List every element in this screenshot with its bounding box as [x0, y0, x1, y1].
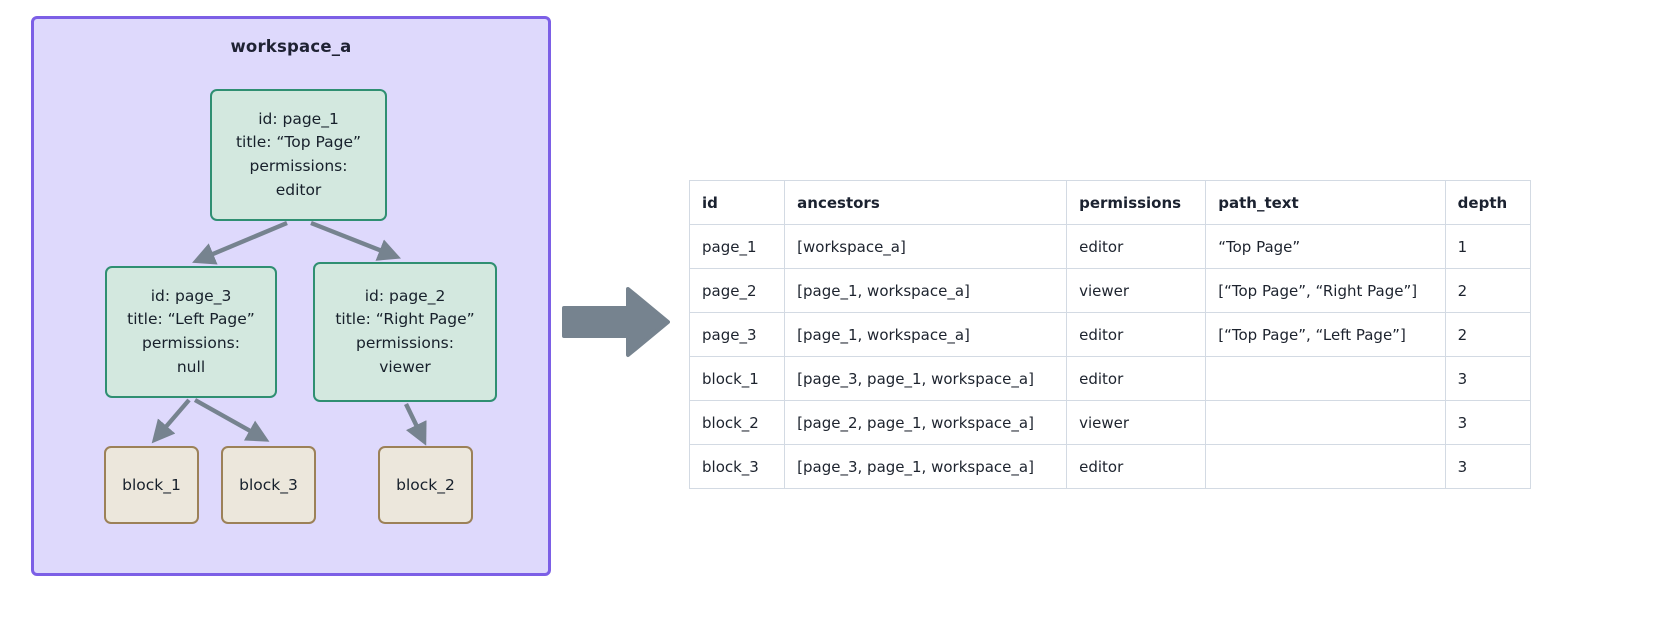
cell-path-text: [“Top Page”, “Left Page”]: [1205, 312, 1446, 357]
node-page-2-permissions-value: viewer: [379, 357, 431, 376]
node-page-3-permissions-label: permissions:: [142, 334, 240, 352]
node-block-1[interactable]: block_1: [104, 446, 199, 524]
node-page-1-permissions-value: editor: [275, 180, 322, 199]
column-header-ancestors[interactable]: ancestors: [784, 180, 1068, 225]
cell-depth: 2: [1444, 268, 1532, 313]
cell-id: block_2: [688, 400, 786, 445]
node-page-2[interactable]: id: page_2 title: “Right Page” permissio…: [313, 262, 497, 402]
node-block-1-label: block_1: [122, 476, 181, 494]
node-page-3-id: id: page_3: [150, 286, 232, 305]
cell-depth: 3: [1444, 356, 1532, 401]
table-header-row: id ancestors permissions path_text depth: [688, 180, 1532, 225]
cell-permissions: viewer: [1066, 400, 1207, 445]
column-header-path-text[interactable]: path_text: [1205, 180, 1446, 225]
table-row[interactable]: block_1 [page_3, page_1, workspace_a] ed…: [688, 356, 1532, 401]
cell-id: page_3: [688, 312, 786, 357]
cell-path-text: [1205, 356, 1446, 401]
cell-permissions: editor: [1066, 444, 1207, 489]
cell-ancestors: [page_2, page_1, workspace_a]: [784, 400, 1068, 445]
node-page-3[interactable]: id: page_3 title: “Left Page” permission…: [105, 266, 277, 398]
cell-depth: 1: [1444, 224, 1532, 269]
edge-page1-page3: [192, 220, 288, 265]
node-page-1[interactable]: id: page_1 title: “Top Page” permissions…: [210, 89, 387, 221]
cell-id: page_2: [688, 268, 786, 313]
node-page-1-permissions-label: permissions:: [249, 157, 348, 175]
node-page-3-permissions-value: null: [176, 357, 206, 376]
node-page-2-permissions-label: permissions:: [356, 334, 454, 352]
cell-id: block_3: [688, 444, 786, 489]
node-block-2[interactable]: block_2: [378, 446, 473, 524]
edge-page2-block2: [404, 403, 427, 446]
node-block-3-label: block_3: [239, 476, 298, 494]
node-page-1-title: title: “Top Page”: [235, 133, 362, 152]
result-table-container: id ancestors permissions path_text depth…: [688, 180, 1532, 489]
cell-permissions: editor: [1066, 224, 1207, 269]
edge-page3-block3: [193, 398, 270, 442]
node-page-1-id: id: page_1: [258, 109, 339, 128]
workspace-panel: workspace_a id: page_1 title: “Top Page”…: [31, 16, 551, 576]
cell-ancestors: [page_1, workspace_a]: [784, 312, 1068, 357]
cell-id: page_1: [688, 224, 786, 269]
table-row[interactable]: page_2 [page_1, workspace_a] viewer [“To…: [688, 268, 1532, 313]
table-row[interactable]: block_3 [page_3, page_1, workspace_a] ed…: [688, 444, 1532, 489]
cell-ancestors: [page_3, page_1, workspace_a]: [784, 356, 1068, 401]
cell-ancestors: [page_3, page_1, workspace_a]: [784, 444, 1068, 489]
workspace-title: workspace_a: [230, 37, 352, 56]
edge-page1-page2: [310, 220, 402, 261]
cell-permissions: viewer: [1066, 268, 1207, 313]
column-header-depth[interactable]: depth: [1444, 180, 1532, 225]
cell-path-text: [“Top Page”, “Right Page”]: [1205, 268, 1446, 313]
result-table: id ancestors permissions path_text depth…: [688, 180, 1532, 489]
node-page-2-id: id: page_2: [364, 286, 446, 305]
table-row[interactable]: page_3 [page_1, workspace_a] editor [“To…: [688, 312, 1532, 357]
cell-depth: 3: [1444, 400, 1532, 445]
cell-ancestors: [workspace_a]: [784, 224, 1068, 269]
cell-ancestors: [page_1, workspace_a]: [784, 268, 1068, 313]
right-arrow-icon: [562, 287, 670, 357]
cell-permissions: editor: [1066, 312, 1207, 357]
edge-page3-block1: [151, 398, 191, 444]
cell-id: block_1: [688, 356, 786, 401]
cell-path-text: “Top Page”: [1205, 224, 1446, 269]
column-header-id[interactable]: id: [688, 180, 786, 225]
table-row[interactable]: page_1 [workspace_a] editor “Top Page” 1: [688, 224, 1532, 269]
node-block-3[interactable]: block_3: [221, 446, 316, 524]
node-block-2-label: block_2: [396, 476, 455, 494]
cell-path-text: [1205, 444, 1446, 489]
node-page-3-title: title: “Left Page”: [127, 310, 255, 329]
cell-path-text: [1205, 400, 1446, 445]
cell-permissions: editor: [1066, 356, 1207, 401]
table-row[interactable]: block_2 [page_2, page_1, workspace_a] vi…: [688, 400, 1532, 445]
cell-depth: 3: [1444, 444, 1532, 489]
cell-depth: 2: [1444, 312, 1532, 357]
node-page-2-title: title: “Right Page”: [335, 310, 475, 329]
column-header-permissions[interactable]: permissions: [1066, 180, 1207, 225]
